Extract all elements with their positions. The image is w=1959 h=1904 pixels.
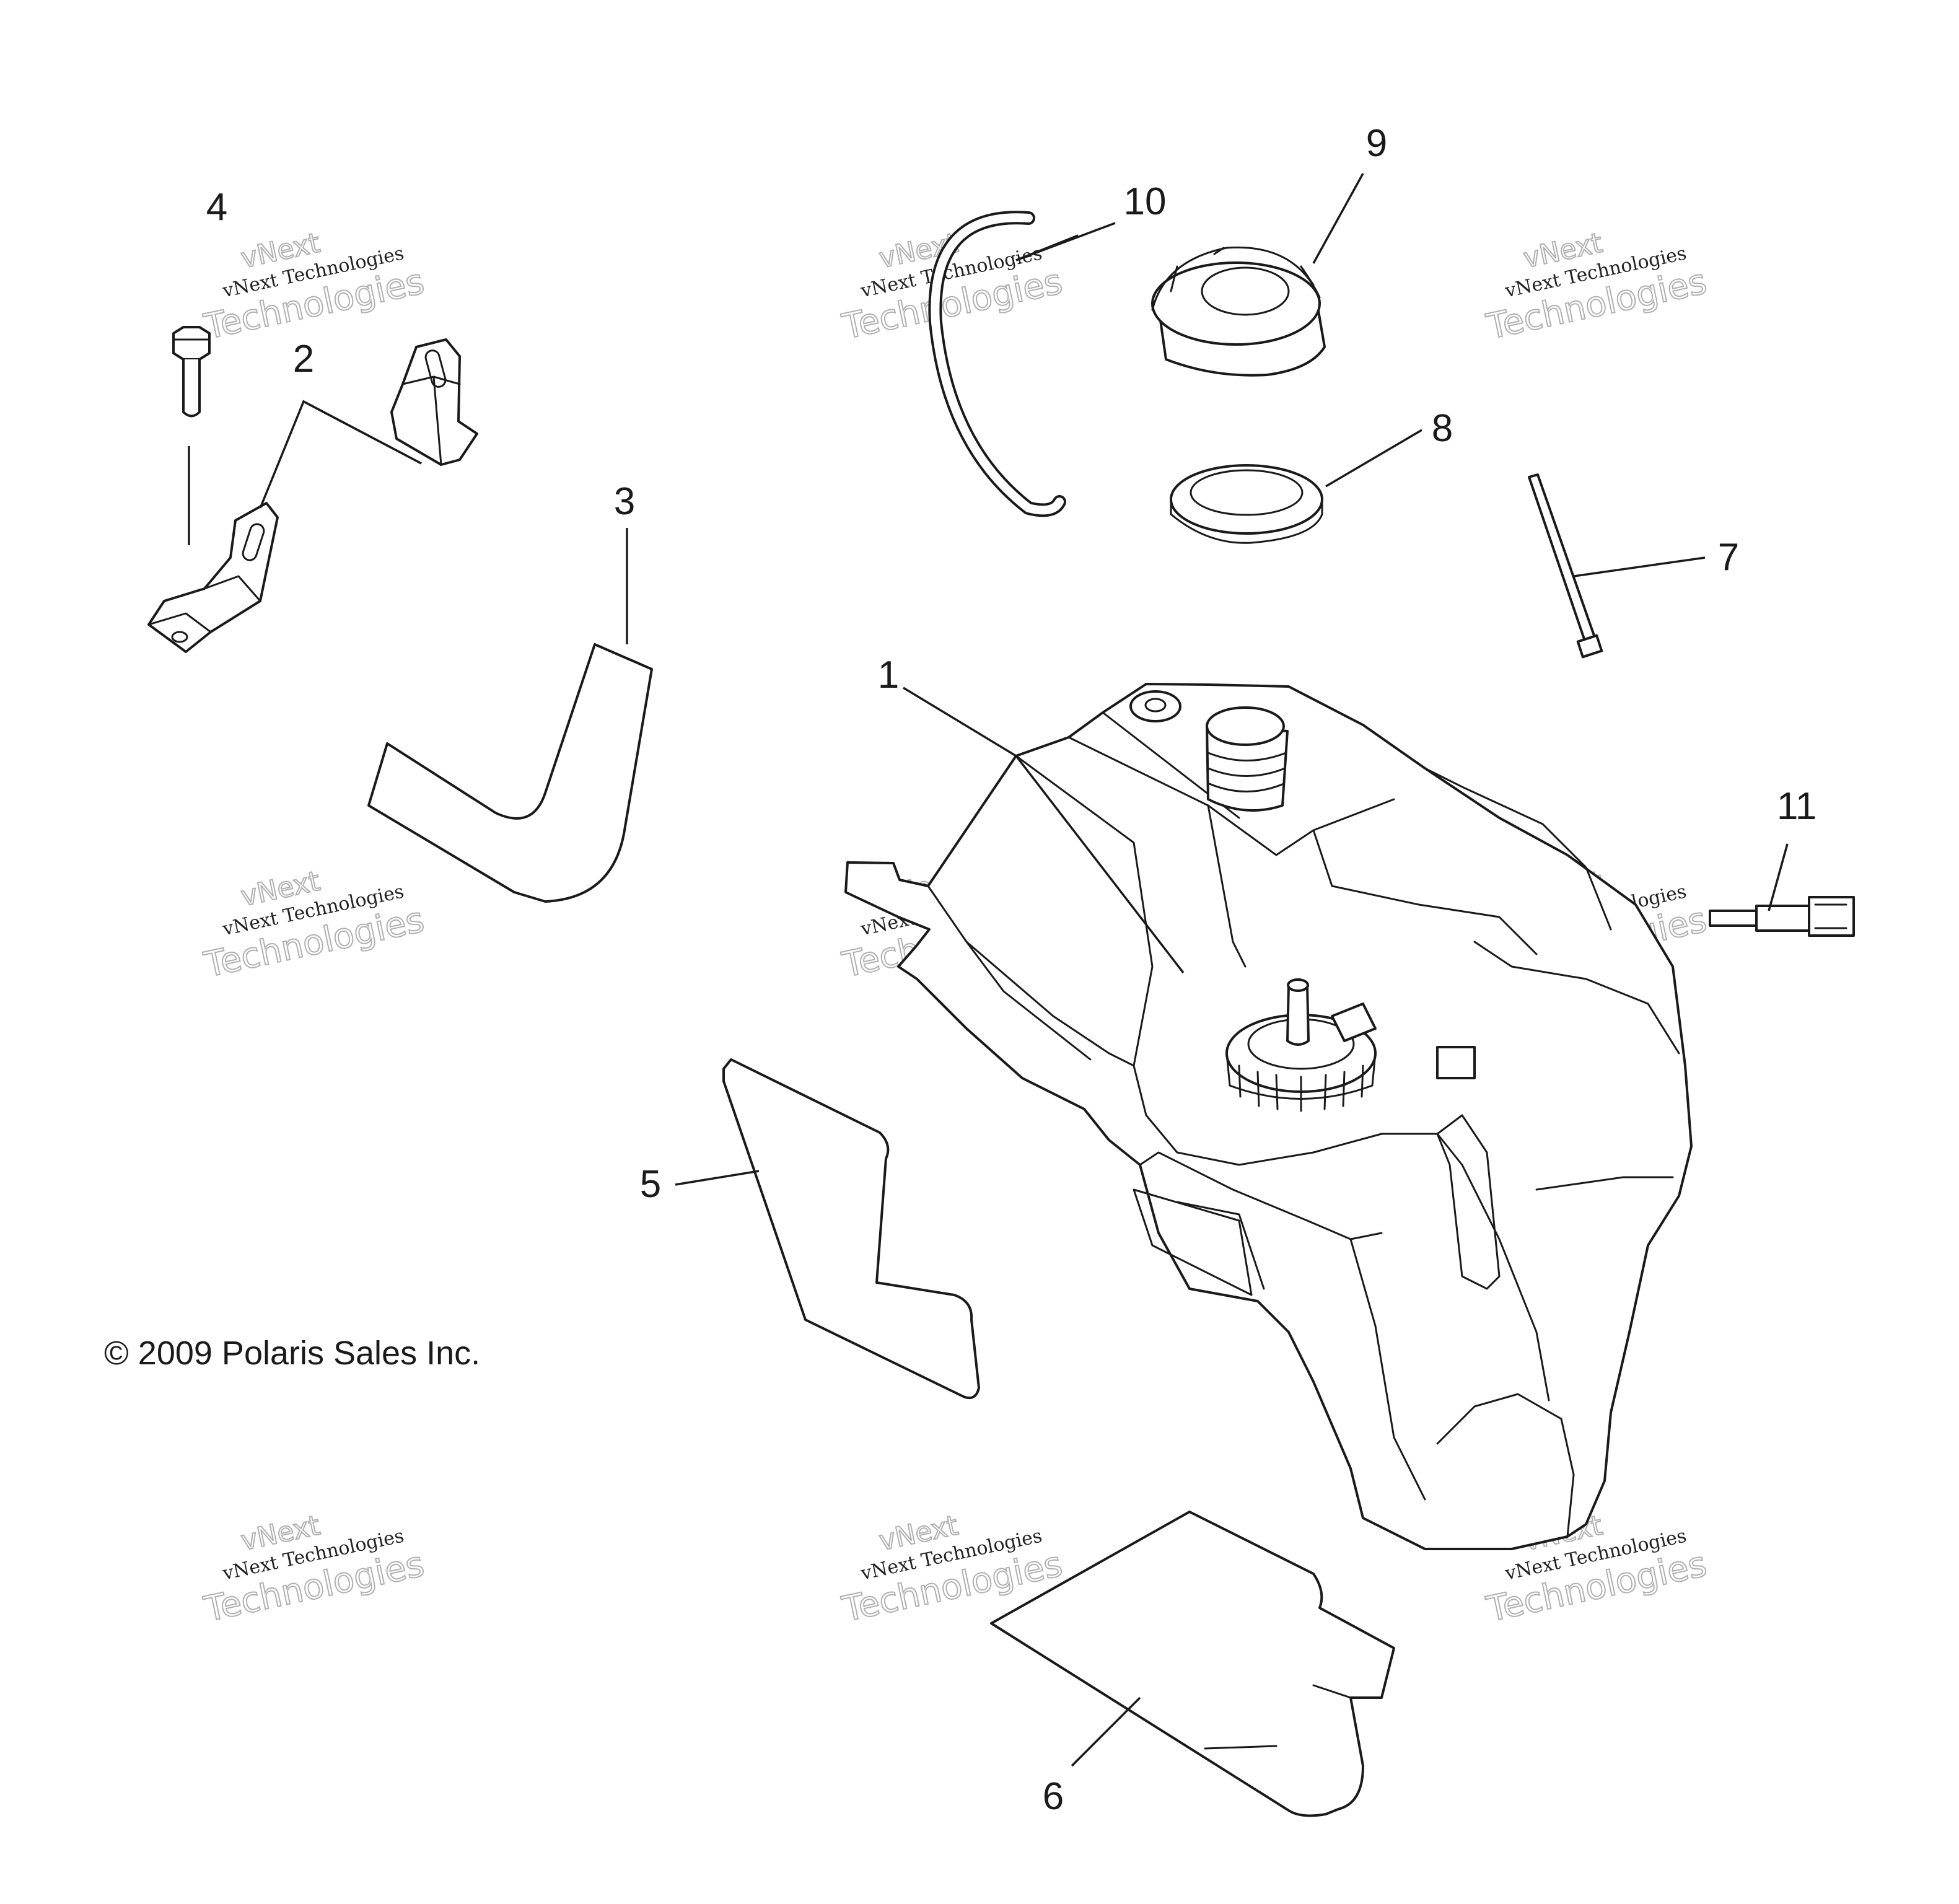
watermark: vNext vNext Technologies Technologies <box>838 226 1066 348</box>
part-9-fuel-cap <box>1151 246 1326 377</box>
callout-11: 11 <box>1777 785 1817 828</box>
leader-11 <box>1768 843 1789 911</box>
part-3-pad <box>367 643 653 903</box>
part-2-bracket-right <box>390 338 478 466</box>
part-5-plate <box>722 1058 980 1400</box>
callout-5: 5 <box>640 1163 661 1206</box>
part-6-plate <box>990 1511 1395 1817</box>
leader-2b <box>303 400 422 465</box>
callout-9: 9 <box>1366 122 1387 165</box>
callout-4: 4 <box>206 186 227 229</box>
callout-3: 3 <box>614 480 635 523</box>
callout-1: 1 <box>878 654 899 696</box>
callout-labels: 1 2 3 4 5 6 7 8 9 10 11 <box>206 122 1817 1818</box>
leader-1b <box>1015 755 1185 974</box>
leader-6 <box>1071 1696 1141 1767</box>
part-7-strap <box>1528 473 1603 659</box>
part-11-connector <box>1709 896 1855 937</box>
leader-1 <box>903 687 1017 757</box>
leader-5 <box>675 1170 760 1186</box>
leader-9 <box>1312 173 1364 264</box>
watermark: vNext vNext Technologies Technologies <box>200 864 428 986</box>
watermark: vNext vNext Technologies Technologies <box>200 1509 428 1630</box>
copyright-text: © 2009 Polaris Sales Inc. <box>104 1335 480 1372</box>
callout-10: 10 <box>1124 180 1167 223</box>
part-10-hose <box>928 211 1066 517</box>
part-8-gasket <box>1170 464 1323 544</box>
leader-8 <box>1325 429 1422 488</box>
callout-2: 2 <box>293 338 314 380</box>
watermark: vNext vNext Technologies Technologies <box>1483 226 1711 348</box>
callout-8: 8 <box>1432 407 1453 450</box>
leader-7 <box>1573 556 1706 577</box>
leader-lines <box>259 173 1789 1767</box>
part-4-bolt <box>172 326 211 545</box>
callout-7: 7 <box>1718 536 1739 579</box>
callout-6: 6 <box>1043 1775 1064 1818</box>
part-1-fuel-tank <box>844 683 1693 1550</box>
leader-10 <box>1015 222 1116 261</box>
part-2-bracket-left <box>147 502 279 653</box>
